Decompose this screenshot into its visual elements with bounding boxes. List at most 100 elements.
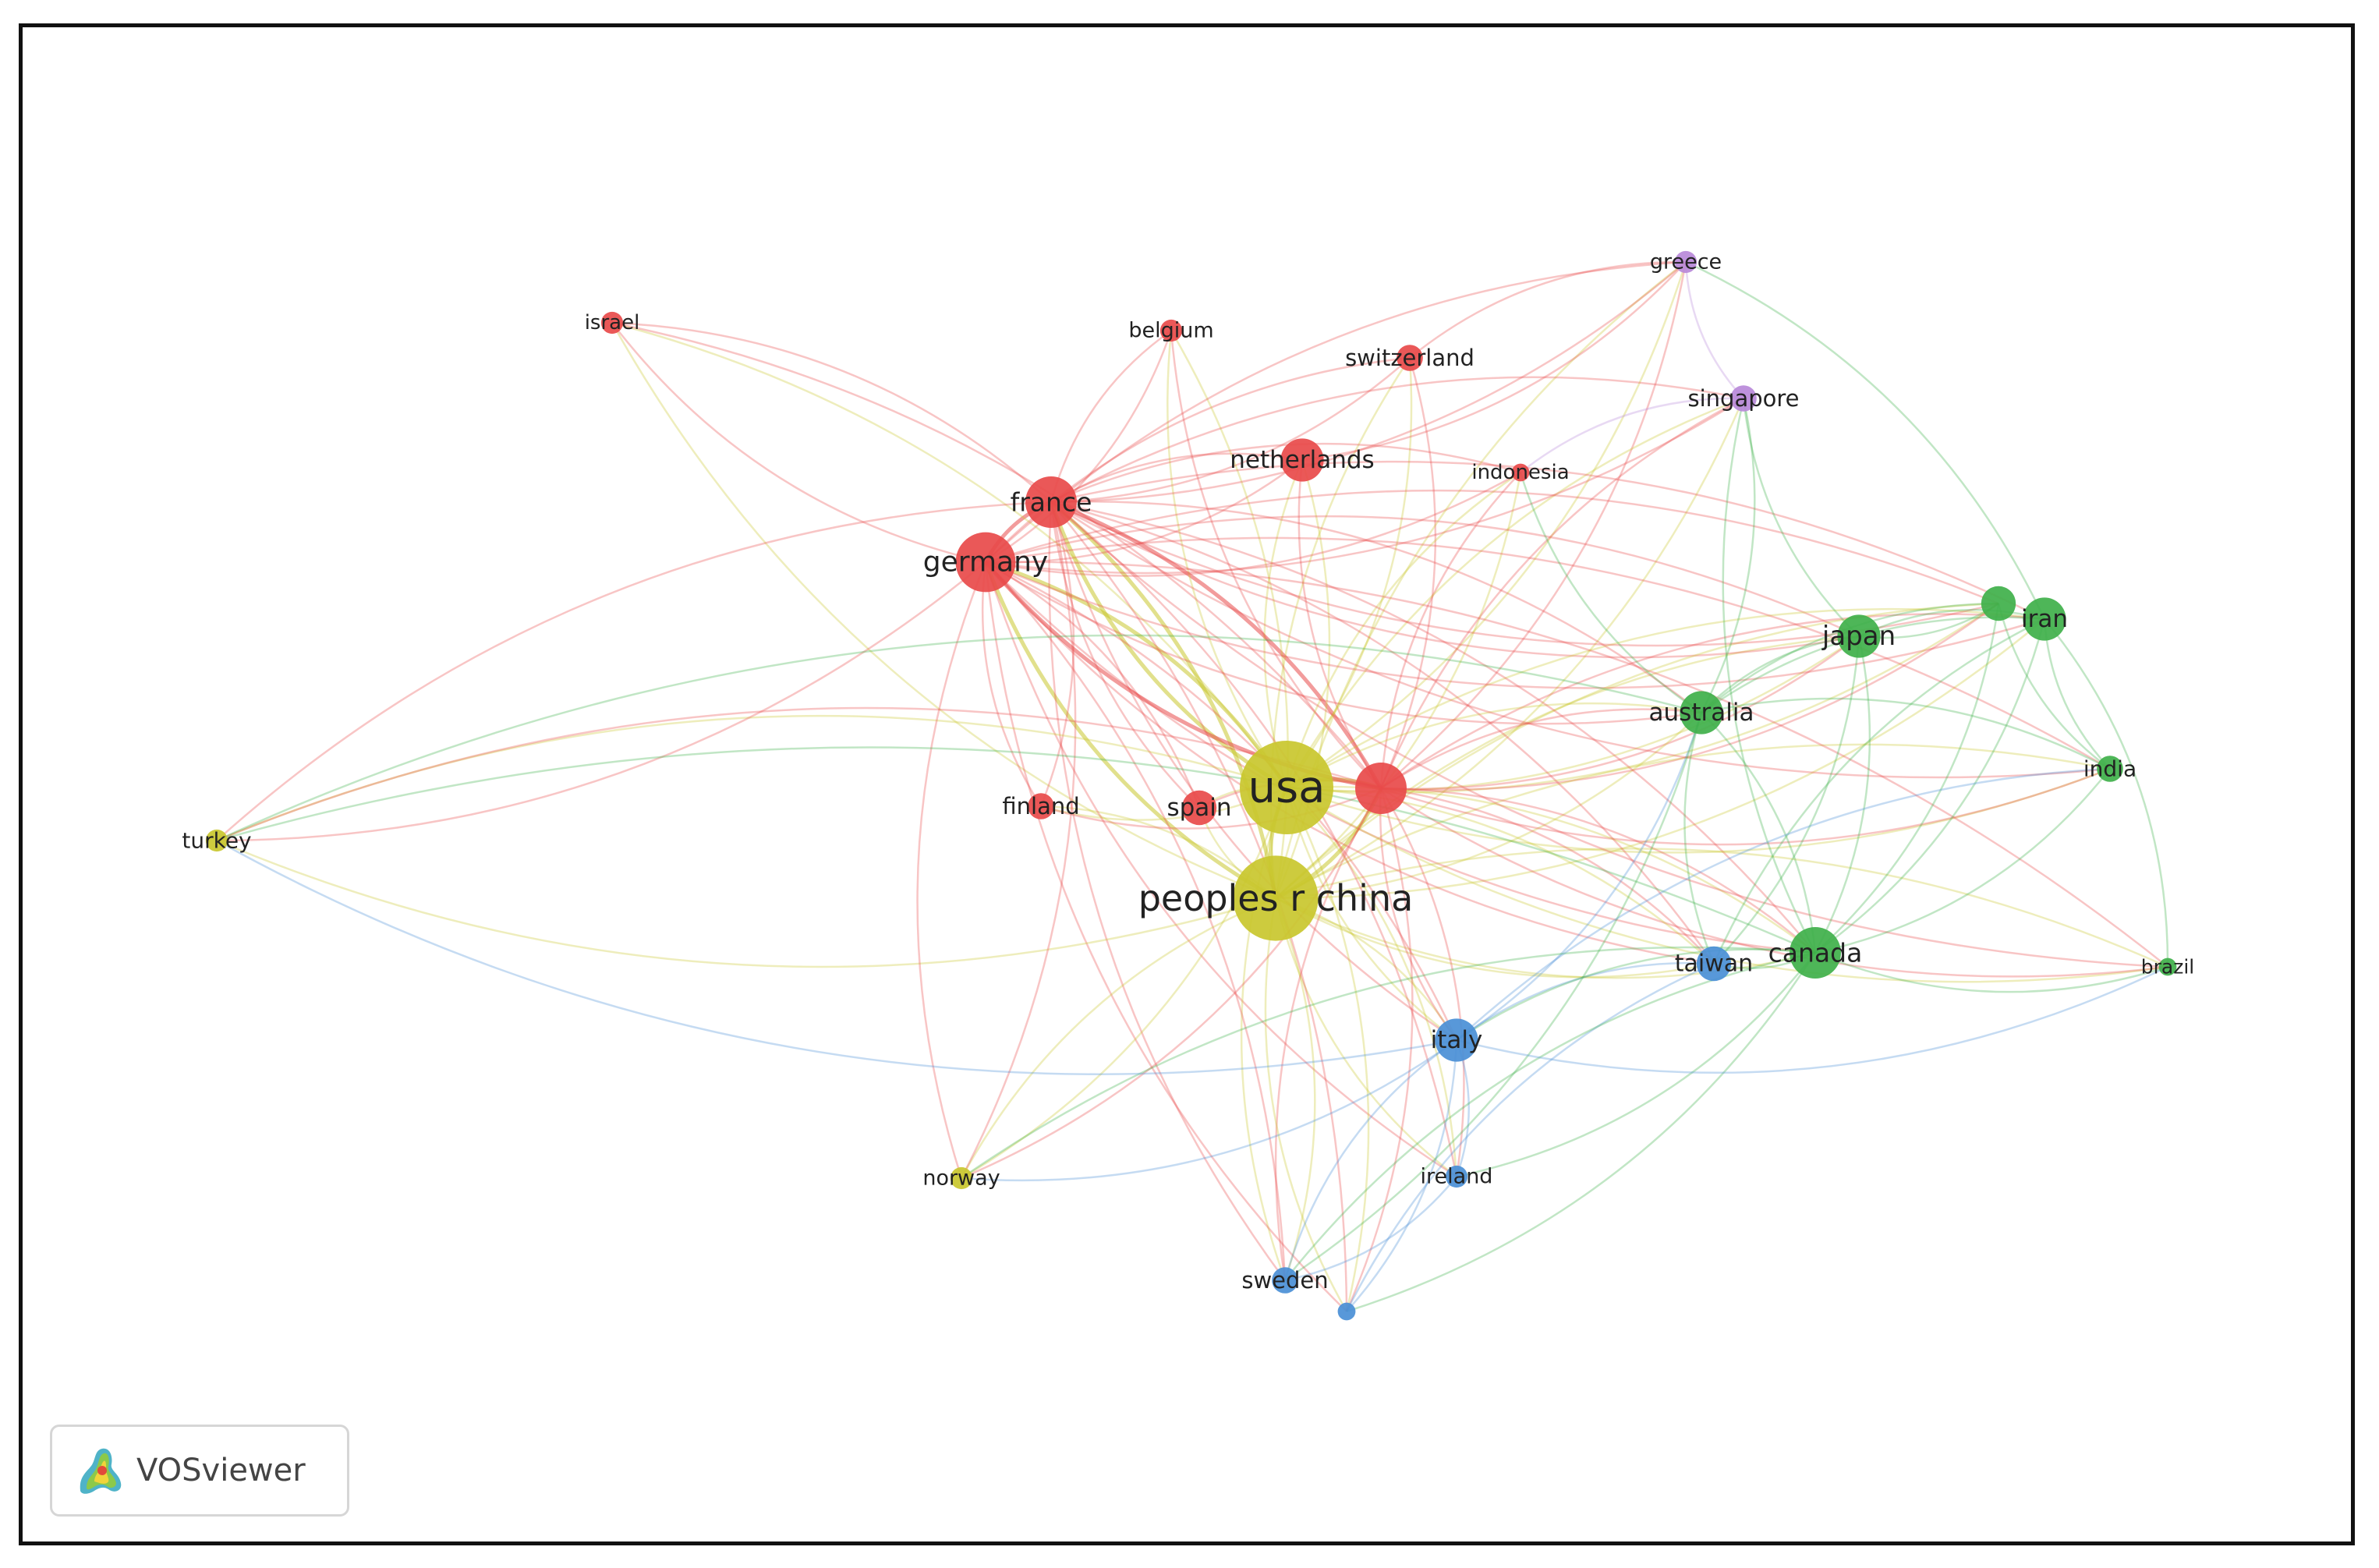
node-france[interactable]: [1025, 476, 1077, 528]
node-greece[interactable]: [1674, 250, 1698, 274]
node-italy[interactable]: [1435, 1018, 1478, 1062]
node-belgium[interactable]: [1159, 319, 1183, 342]
edge-indonesia-australia: [1519, 472, 1702, 714]
edge-france-singapore: [1050, 376, 1744, 504]
node-turkey[interactable]: [205, 829, 228, 852]
vosviewer-logo-text: VOSviewer: [136, 1453, 306, 1488]
edge-singapore-japan: [1742, 398, 1860, 637]
edge-unlabeled-red-italy: [1379, 788, 1458, 1041]
label-usa: usa: [1248, 763, 1326, 813]
edge-france-china: [1050, 501, 1278, 899]
node-germany[interactable]: [955, 532, 1016, 593]
edge-ireland-canada: [1456, 952, 1816, 1178]
edge-unlabeled-red-japan: [1380, 635, 1860, 790]
label-italy: italy: [1431, 1026, 1483, 1054]
node-spain[interactable]: [1181, 790, 1217, 826]
node-usa[interactable]: [1240, 741, 1333, 834]
node-brazil[interactable]: [2158, 957, 2177, 976]
edge-france-india: [1050, 501, 2111, 779]
edge-france-spain: [1050, 501, 1200, 809]
node-canada[interactable]: [1790, 927, 1841, 979]
edge-china-turkey: [216, 839, 1276, 968]
node-sweden[interactable]: [1272, 1267, 1298, 1294]
label-singapore: singapore: [1687, 385, 1799, 412]
edge-france-australia: [1050, 501, 1702, 713]
edge-usa-turkey: [216, 714, 1287, 842]
edge-germany-unlabeled-blue: [984, 561, 1347, 1312]
node-unlabeled-red[interactable]: [1355, 763, 1407, 814]
node-iran[interactable]: [2023, 597, 2066, 641]
node-israel[interactable]: [600, 311, 624, 334]
edge-china-unlabeled-green: [1275, 602, 1999, 899]
edge-france-greece: [1050, 261, 1687, 504]
edge-germany-sweden: [985, 561, 1287, 1281]
edge-unlabeled-red-turkey: [216, 706, 1382, 842]
edge-china-singapore: [1275, 398, 1745, 900]
edge-germany-israel: [611, 322, 986, 564]
edge-australia-canada: [1701, 712, 1817, 954]
edge-unlabeled-blue-italy: [1346, 1039, 1458, 1312]
label-greece: greece: [1650, 250, 1722, 274]
node-china[interactable]: [1233, 855, 1319, 941]
edge-unlabeled-red-brazil: [1380, 787, 2168, 978]
edge-unlabeled-red-singapore: [1379, 397, 1744, 789]
label-australia: australia: [1649, 699, 1754, 727]
edge-japan-iran: [1858, 608, 2045, 638]
edge-germany-turkey: [216, 561, 986, 842]
edge-sweden-canada: [1284, 951, 1816, 1281]
edge-china-taiwan: [1275, 897, 1715, 979]
node-india[interactable]: [2097, 756, 2123, 782]
edge-germany-netherlands: [985, 459, 1303, 564]
edge-germany-brazil: [985, 561, 2168, 968]
label-iran: iran: [2021, 605, 2068, 633]
edge-unlabeled-red-indonesia: [1379, 472, 1521, 789]
node-netherlands[interactable]: [1280, 438, 1324, 482]
edge-china-australia: [1275, 712, 1702, 900]
node-singapore[interactable]: [1730, 385, 1757, 412]
label-india: india: [2083, 756, 2136, 782]
edge-china-japan: [1275, 635, 1860, 899]
edge-china-ireland: [1274, 897, 1457, 1177]
edge-germany-unlabeled-green: [985, 489, 1999, 605]
edge-usa-iran: [1286, 607, 2045, 789]
node-finland[interactable]: [1028, 793, 1054, 819]
edge-germany-norway: [916, 561, 987, 1179]
edge-france-taiwan: [1050, 501, 1715, 965]
edge-germany-spain: [985, 561, 1201, 809]
node-australia[interactable]: [1680, 691, 1723, 734]
node-switzerland[interactable]: [1397, 345, 1423, 371]
edge-unlabeled-red-australia: [1380, 708, 1702, 790]
edge-germany-taiwan: [985, 561, 1715, 965]
node-unlabeled-green[interactable]: [1981, 586, 2016, 621]
edge-germany-china: [983, 561, 1277, 901]
network-map-frame: [19, 23, 2355, 1545]
edge-china-brazil: [1275, 848, 2168, 968]
edge-unlabeled-red-norway: [961, 788, 1382, 1180]
label-belgium: belgium: [1128, 319, 1213, 343]
edge-greece-singapore: [1684, 261, 1744, 399]
node-taiwan[interactable]: [1696, 946, 1732, 982]
node-ireland[interactable]: [1445, 1165, 1468, 1188]
node-indonesia[interactable]: [1511, 463, 1530, 482]
edge-germany-australia: [985, 561, 1702, 725]
edge-germany-ireland: [984, 561, 1457, 1178]
edge-india-italy: [1456, 767, 2111, 1041]
edge-usa-singapore: [1285, 397, 1744, 788]
edge-singapore-canada: [1722, 398, 1817, 954]
label-japan: japan: [1821, 621, 1896, 652]
node-japan[interactable]: [1837, 614, 1881, 658]
edge-germany-greece: [985, 260, 1687, 563]
edge-unlabeled-green-canada: [1814, 603, 2000, 954]
edge-singapore-australia: [1700, 398, 1756, 713]
label-china: peoples r china: [1138, 877, 1414, 919]
label-spain: spain: [1166, 794, 1231, 822]
node-norway[interactable]: [950, 1166, 973, 1190]
edge-france-canada: [1050, 501, 1816, 954]
node-unlabeled-blue[interactable]: [1337, 1302, 1356, 1321]
edge-usa-switzerland: [1285, 357, 1413, 788]
edge-greece-netherlands: [1301, 261, 1687, 462]
edge-france-israel: [611, 321, 1052, 503]
edge-germany-japan: [985, 515, 1860, 638]
edge-unlabeled-red-greece: [1380, 261, 1687, 789]
